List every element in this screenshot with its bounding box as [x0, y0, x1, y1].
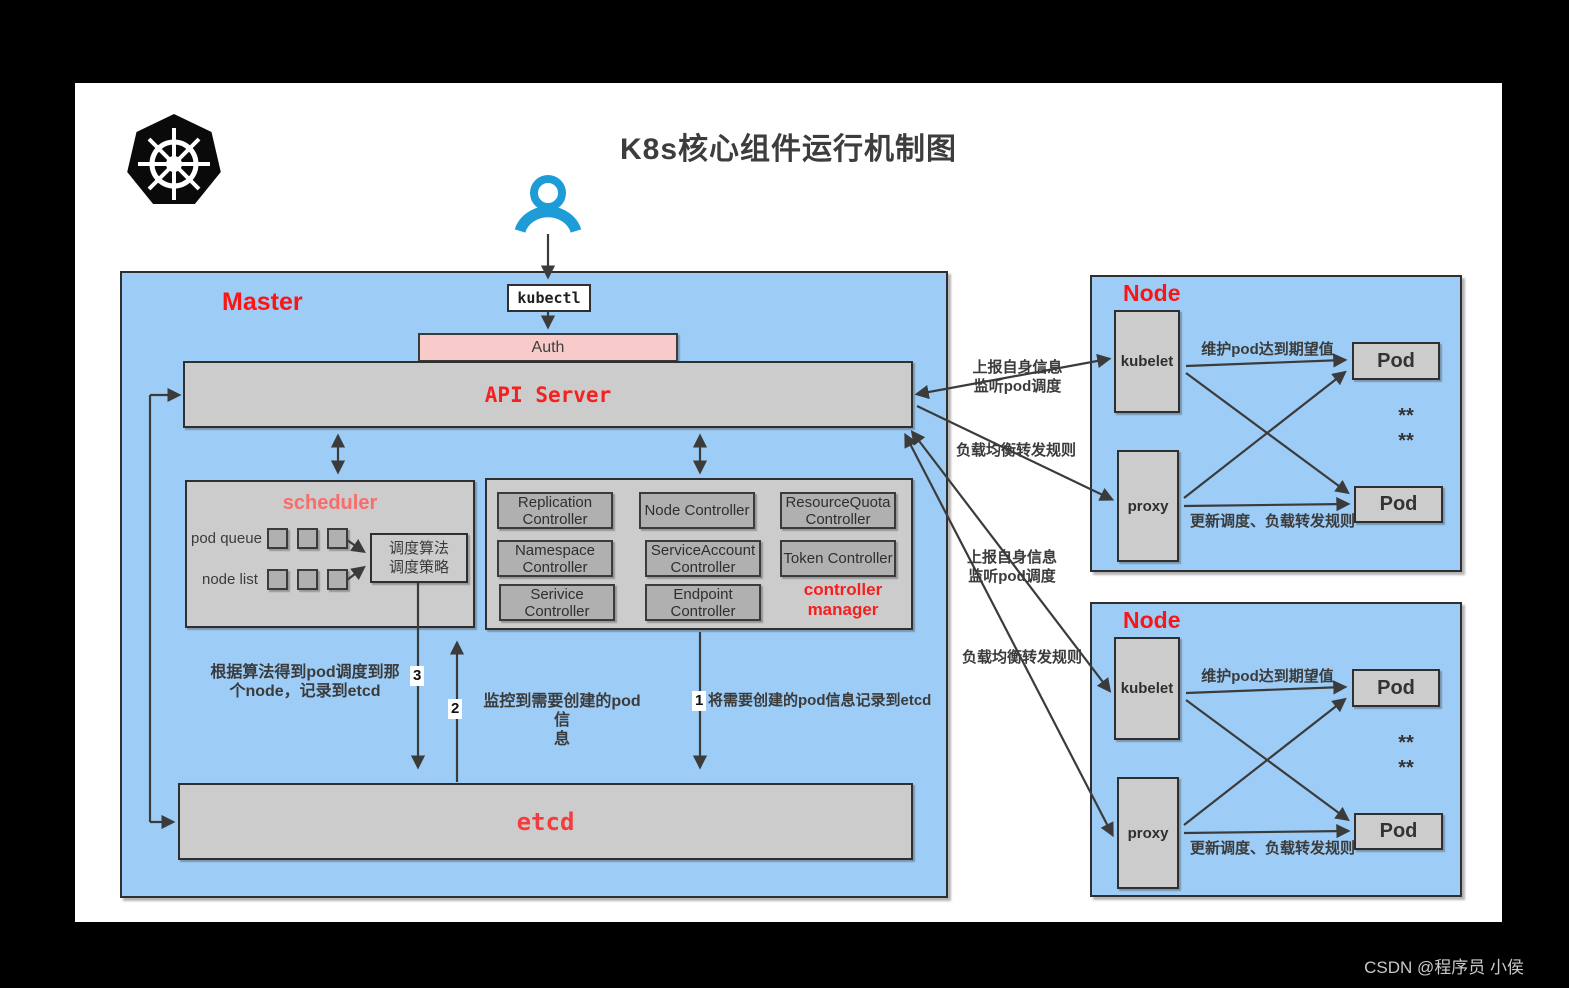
node1-maintain-label: 维护pod达到期望值	[1201, 341, 1334, 358]
resourcequota-controller-box: ResourceQuota Controller	[780, 492, 896, 529]
node2-panel: Node kubelet proxy Pod Pod ** ** 维护pod达到…	[1090, 602, 1462, 897]
flow-step2-label: 监控到需要创建的pod信 息	[483, 693, 641, 748]
node2-update-label: 更新调度、负载转发规则	[1190, 840, 1356, 857]
api-server-label: API Server	[484, 382, 612, 407]
user-icon	[514, 175, 582, 233]
step1-badge: 1	[692, 691, 707, 711]
node1-report-label: 上报自身信息 监听pod调度	[972, 359, 1063, 395]
node2-title: Node	[1123, 607, 1181, 633]
node1-title: Node	[1123, 280, 1181, 306]
node2-pod2-box: Pod	[1354, 813, 1443, 850]
endpoint-controller-box: Endpoint Controller	[645, 584, 761, 621]
etcd-label: etcd	[516, 807, 575, 836]
token-controller-box: Token Controller	[780, 540, 896, 577]
api-server-box: API Server	[183, 361, 913, 428]
node2-report-label: 上报自身信息 监听pod调度	[966, 549, 1057, 585]
scheduler-label: scheduler	[282, 492, 378, 514]
master-label: Master	[222, 288, 303, 316]
node1-kubelet-box: kubelet	[1114, 310, 1180, 413]
node-controller-box: Node Controller	[639, 492, 755, 529]
node-list-item	[327, 569, 348, 590]
node2-kubelet-box: kubelet	[1114, 637, 1180, 740]
node2-pod-ellipsis: **	[1398, 732, 1414, 754]
node1-update-label: 更新调度、负载转发规则	[1190, 513, 1356, 530]
namespace-controller-box: Namespace Controller	[497, 540, 613, 577]
auth-box: Auth	[418, 333, 678, 362]
node1-proxy-box: proxy	[1117, 450, 1179, 562]
pod-queue-item	[267, 528, 288, 549]
step2-badge: 2	[448, 699, 463, 719]
flow-step1-label: 将需要创建的pod信息记录到etcd	[708, 692, 932, 709]
node2-pod-ellipsis: **	[1398, 757, 1414, 779]
kubernetes-logo-icon	[127, 114, 221, 204]
node-list-item	[267, 569, 288, 590]
pod-queue-item	[297, 528, 318, 549]
kubectl-box: kubectl	[507, 284, 591, 312]
controller-manager-box: Replication Controller Node Controller R…	[485, 478, 913, 630]
step3-badge: 3	[410, 666, 425, 686]
flow-step3-label: 根据算法得到pod调度到那 个node，记录到etcd	[210, 664, 400, 700]
node2-loadbalance-label: 负载均衡转发规则	[962, 649, 1083, 666]
scheduling-algorithm-box: 调度算法 调度策略	[370, 533, 468, 583]
node2-maintain-label: 维护pod达到期望值	[1201, 668, 1334, 685]
pod-queue-item	[327, 528, 348, 549]
replication-controller-box: Replication Controller	[497, 492, 613, 529]
etcd-box: etcd	[178, 783, 913, 860]
node1-pod1-box: Pod	[1352, 342, 1440, 380]
node1-panel: Node kubelet proxy Pod Pod ** ** 维护pod达到…	[1090, 275, 1462, 572]
node-list-label: node list	[202, 571, 258, 588]
node2-proxy-box: proxy	[1117, 777, 1179, 889]
watermark: CSDN @程序员 小侯	[1364, 958, 1524, 977]
page-title: K8s核心组件运行机制图	[619, 133, 958, 166]
node2-pod1-box: Pod	[1352, 669, 1440, 707]
pod-queue-label: pod queue	[191, 530, 262, 547]
node1-pod2-box: Pod	[1354, 486, 1443, 523]
node1-pod-ellipsis: **	[1398, 430, 1414, 452]
node1-pod-ellipsis: **	[1398, 405, 1414, 427]
service-controller-box: Serivice Controller	[499, 584, 615, 621]
serviceaccount-controller-box: ServiceAccount Controller	[645, 540, 761, 577]
scheduler-box: scheduler pod queue node list 调度算法 调度策略	[185, 480, 475, 628]
node1-loadbalance-label: 负载均衡转发规则	[956, 442, 1077, 459]
controller-manager-label: controller manager	[803, 580, 883, 619]
node-list-item	[297, 569, 318, 590]
